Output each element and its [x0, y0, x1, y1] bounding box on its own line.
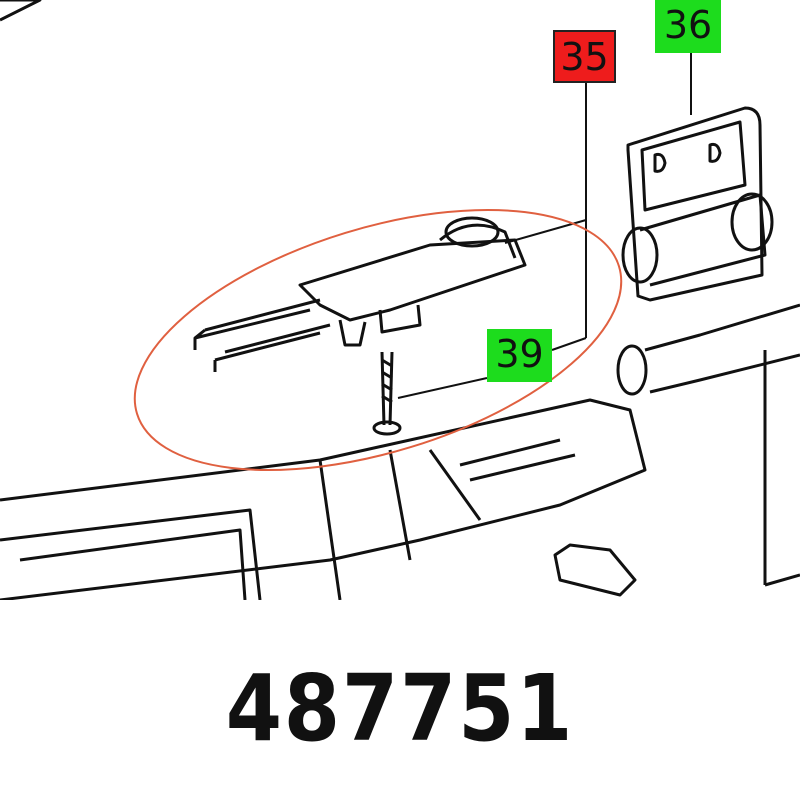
- highlight-ellipse: [133, 208, 623, 472]
- motor-housing-part: [0, 0, 647, 600]
- switch-part: [193, 216, 527, 372]
- callout-35[interactable]: 35: [553, 30, 616, 83]
- screw-part: [372, 351, 402, 436]
- exploded-parts-drawing: [0, 0, 800, 600]
- part-number: 487751: [225, 655, 575, 762]
- callout-39[interactable]: 39: [487, 329, 552, 382]
- shaft-part: [616, 303, 800, 587]
- callout-36[interactable]: 36: [655, 0, 721, 53]
- hinge-part: [621, 106, 774, 302]
